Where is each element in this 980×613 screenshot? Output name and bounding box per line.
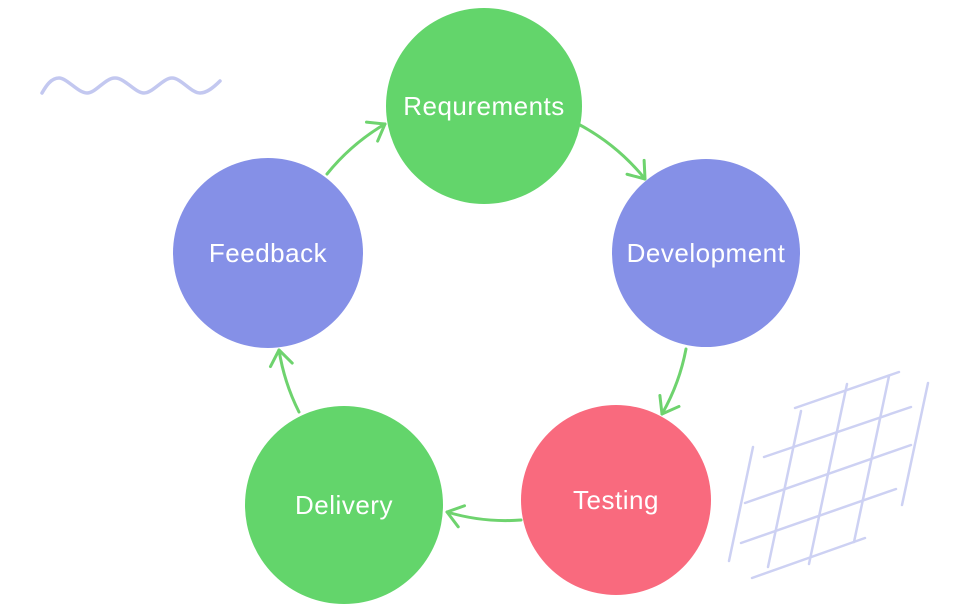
arrow-feedback-to-requirements xyxy=(325,120,387,176)
node-requirements: Requrements xyxy=(386,8,582,204)
node-development: Development xyxy=(612,159,800,347)
node-testing-label: Testing xyxy=(573,484,659,515)
node-feedback-label: Feedback xyxy=(208,237,328,268)
arrow-testing-to-delivery xyxy=(445,504,523,529)
wave-decoration xyxy=(40,76,222,95)
node-requirements-label: Requrements xyxy=(403,90,565,121)
arrow-delivery-to-feedback xyxy=(268,348,301,414)
arrow-development-to-testing xyxy=(658,347,688,416)
node-development-label: Development xyxy=(626,237,786,268)
node-testing: Testing xyxy=(521,405,711,595)
node-delivery: Delivery xyxy=(245,406,443,604)
node-feedback: Feedback xyxy=(173,158,363,348)
grid-decoration xyxy=(727,370,930,580)
node-delivery-label: Delivery xyxy=(295,489,393,520)
arrow-requirements-to-development xyxy=(578,123,647,181)
